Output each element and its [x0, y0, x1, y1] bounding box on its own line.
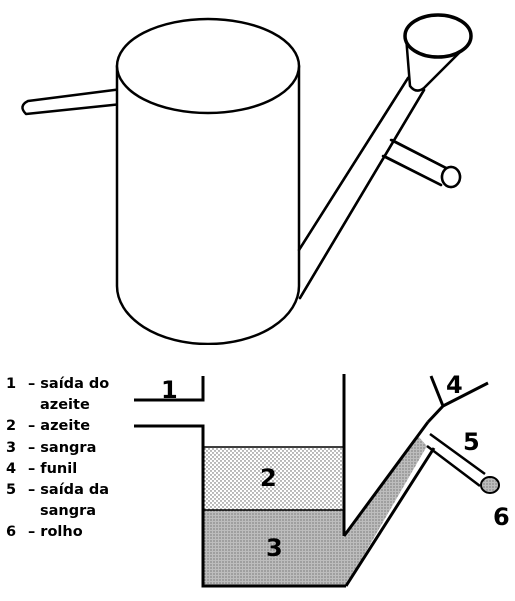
legend-item-5-cont: sangra — [40, 503, 97, 520]
funnel-rim-3d — [403, 13, 473, 59]
label-2: 2 — [260, 464, 277, 492]
oil-outlet-pipe-lower — [134, 424, 346, 588]
sangra-outlet-pipe-3d — [381, 138, 450, 187]
label-3: 3 — [266, 534, 283, 562]
legend-item-2: 2 – azeite — [6, 418, 91, 435]
label-6: 6 — [493, 503, 510, 531]
legend-item-4: 4 – funil — [6, 460, 78, 477]
label-4: 4 — [446, 371, 463, 399]
label-1: 1 — [161, 376, 178, 404]
legend-item-3: 3 – sangra — [6, 439, 97, 456]
sangra-outlet-pipe — [426, 432, 486, 487]
spout-tube-3d — [297, 76, 426, 300]
sangra-layer — [203, 436, 427, 586]
cylinder-body-3d — [115, 64, 301, 345]
funnel — [426, 375, 489, 424]
legend-item-5: 5 – saída da — [6, 482, 110, 499]
legend-item-1: 1 – saída do — [6, 376, 110, 392]
spout-tube — [342, 421, 436, 587]
legend: 1 – saída do azeite 2 – azeite 3 – sangr… — [6, 374, 141, 544]
oil-outlet-pipe — [134, 376, 205, 402]
oil-outlet-pipe-3d — [21, 87, 124, 116]
legend-item-6: 6 – rolho — [6, 524, 83, 541]
legend-item-1-cont: azeite — [40, 397, 90, 414]
rolho-cap — [480, 476, 500, 494]
cylinder-top-3d — [115, 17, 301, 115]
label-5: 5 — [463, 428, 480, 456]
vessel-3d-drawing — [21, 13, 473, 345]
oil-layer — [203, 447, 344, 510]
vessel-cross-section: 1 2 3 4 5 6 — [134, 371, 510, 588]
